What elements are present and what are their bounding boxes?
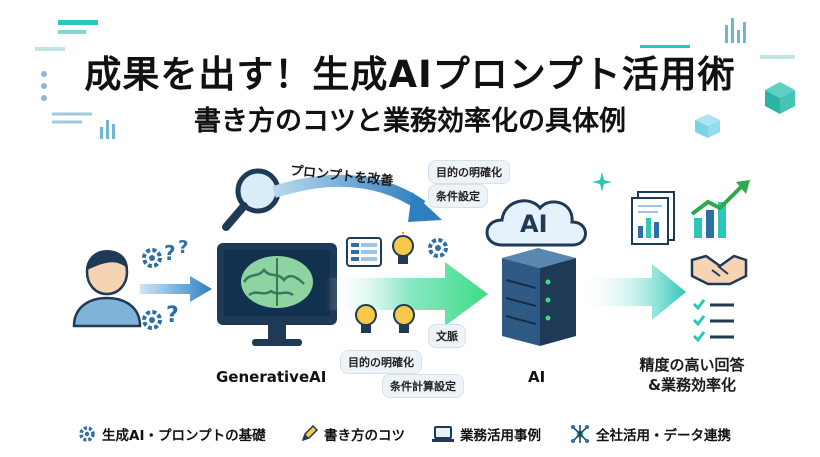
handshake-icon [690, 254, 748, 286]
legend-basics: 生成AI・プロンプトの基礎 [78, 424, 266, 444]
legend-company-wide: 全社活用・データ連携 [570, 424, 731, 444]
legend-use-cases-label: 業務活用事例 [460, 428, 541, 444]
page-subtitle: 書き方のコツと業務効率化の具体例 [194, 106, 626, 137]
ai-label: AI [528, 368, 546, 386]
sparkle-icon [592, 172, 612, 192]
result-line-2: &業務効率化 [647, 376, 737, 394]
generative-ai-label: GenerativeAI [216, 368, 327, 386]
network-icon [571, 425, 589, 443]
server-icon [502, 248, 576, 346]
gear-icon [79, 426, 95, 442]
result-line-1: 精度の高い回答 [639, 356, 745, 374]
lightbulb-icon-top [392, 232, 414, 264]
document-list-icon [346, 237, 382, 267]
lightbulb-icon-bottom-left [355, 304, 377, 333]
tag-conditions-top: 条件設定 [428, 184, 488, 208]
gear-question-icon-bottom: ? [142, 303, 179, 330]
svg-text:?: ? [166, 303, 179, 328]
growth-chart-icon [690, 180, 750, 238]
legend-use-cases: 業務活用事例 [432, 424, 541, 444]
monitor-brain-icon [217, 243, 337, 346]
gear-question-icon-top: ? ? [142, 237, 188, 268]
legend-writing-tips-label: 書き方のコツ [324, 428, 405, 444]
decor-top-left [35, 20, 115, 139]
decor-top-right [640, 18, 795, 138]
result-label: 精度の高い回答 &業務効率化 [622, 355, 762, 395]
output-arrow [580, 264, 686, 320]
checklist-icon [692, 299, 734, 343]
report-chart-icon [631, 191, 675, 245]
lightbulb-icon-bottom-right [393, 304, 415, 333]
legend-basics-label: 生成AI・プロンプトの基礎 [102, 428, 266, 444]
legend-writing-tips: 書き方のコツ [300, 424, 405, 444]
tag-purpose-bottom: 目的の明確化 [340, 350, 422, 374]
page-title: 成果を出す！生成AIプロンプト活用術 [84, 53, 736, 96]
svg-text:?: ? [164, 241, 176, 265]
magnifier-icon [222, 168, 281, 231]
ai-cloud-icon [485, 199, 587, 247]
improve-curved-arrow [272, 174, 442, 222]
legend-company-wide-label: 全社活用・データ連携 [596, 428, 731, 444]
gear-icon-mid [428, 238, 448, 258]
svg-text:?: ? [178, 237, 188, 258]
laptop-icon [432, 426, 454, 442]
pencil-icon [301, 424, 319, 442]
tag-context: 文脈 [428, 324, 466, 348]
user-icon [72, 250, 142, 328]
tag-purpose-top: 目的の明確化 [428, 160, 510, 184]
ai-cloud-text: AI [520, 210, 548, 238]
input-arrow [140, 276, 212, 302]
tag-conditions-bottom: 条件計算設定 [382, 374, 464, 398]
